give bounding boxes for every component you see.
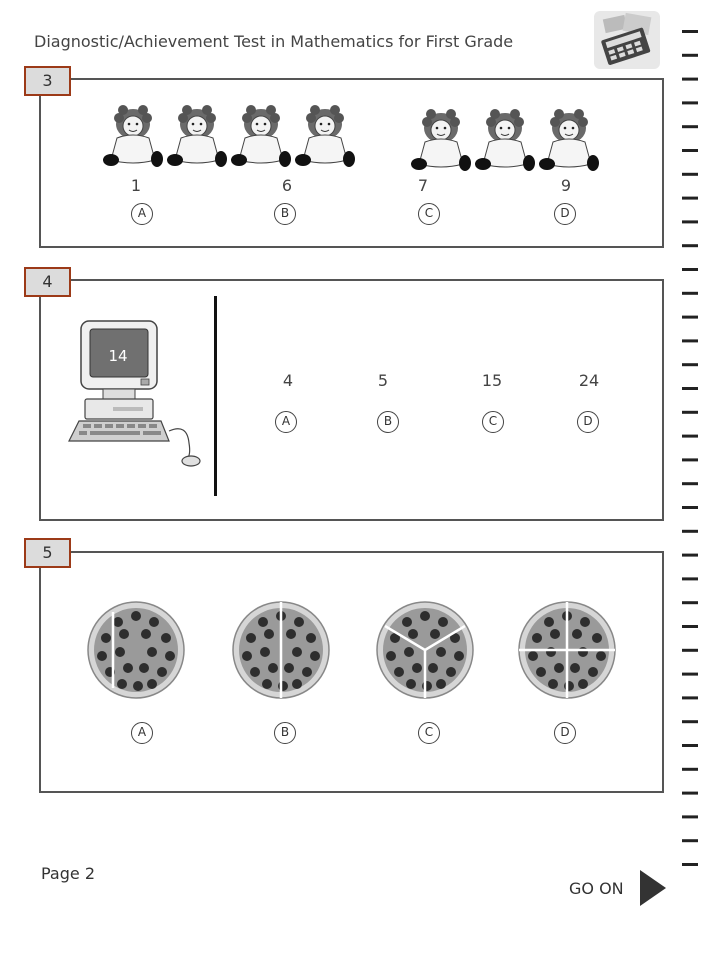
dolls-illustration	[103, 104, 600, 172]
question-5-panel: A B C D	[39, 551, 664, 793]
margin-tick	[682, 434, 698, 438]
question-5-number: 5	[24, 538, 71, 568]
margin-tick	[682, 220, 698, 224]
q3-option-b-value: 6	[281, 176, 293, 195]
q4-option-c-value: 15	[481, 371, 503, 390]
margin-tick	[682, 482, 698, 486]
margin-tick	[682, 410, 698, 414]
question-4-divider	[214, 296, 217, 496]
q4-option-b-value: 5	[377, 371, 389, 390]
q4-answer-bubble-c[interactable]: C	[482, 411, 504, 433]
margin-tick	[682, 791, 698, 795]
computer-screen-number: 14	[108, 347, 128, 365]
margin-tick	[682, 839, 698, 843]
q3-answer-bubble-b[interactable]: B	[274, 203, 296, 225]
q3-answer-bubble-d[interactable]: D	[554, 203, 576, 225]
q4-answer-bubble-a[interactable]: A	[275, 411, 297, 433]
q3-answer-bubble-a[interactable]: A	[131, 203, 153, 225]
margin-tick	[682, 363, 698, 367]
margin-tick-strip	[682, 30, 698, 890]
q4-answer-bubble-b[interactable]: B	[377, 411, 399, 433]
computer-illustration	[68, 320, 201, 467]
margin-tick	[682, 458, 698, 462]
q4-option-d-value: 24	[578, 371, 600, 390]
margin-tick	[682, 125, 698, 129]
question-4-number: 4	[24, 267, 71, 297]
go-on-label: GO ON	[569, 879, 624, 898]
margin-tick	[682, 744, 698, 747]
q3-option-d-value: 9	[560, 176, 572, 195]
margin-tick	[682, 387, 698, 390]
calculator-icon	[590, 9, 664, 71]
margin-tick	[682, 244, 698, 248]
margin-tick	[682, 648, 698, 652]
margin-tick	[682, 529, 698, 533]
q5-answer-bubble-a[interactable]: A	[131, 722, 153, 744]
pizzas-illustration	[87, 601, 616, 699]
margin-tick	[682, 863, 698, 866]
q4-option-a-value: 4	[282, 371, 294, 390]
margin-tick	[682, 77, 698, 81]
margin-tick	[682, 101, 698, 105]
q5-answer-bubble-d[interactable]: D	[554, 722, 576, 744]
margin-tick	[682, 601, 698, 605]
margin-tick	[682, 172, 698, 176]
margin-tick	[682, 720, 698, 724]
margin-tick	[682, 196, 698, 200]
margin-tick	[682, 815, 698, 819]
margin-tick	[682, 767, 698, 771]
q3-answer-bubble-c[interactable]: C	[418, 203, 440, 225]
margin-tick	[682, 149, 698, 152]
question-3-number: 3	[24, 66, 71, 96]
margin-tick	[682, 506, 698, 509]
question-4-panel: 14 4 5 15 24 A B C D	[39, 279, 664, 521]
margin-tick	[682, 577, 698, 581]
margin-tick	[682, 339, 698, 343]
margin-tick	[682, 268, 698, 271]
margin-tick	[682, 315, 698, 319]
margin-tick	[682, 553, 698, 557]
question-3-panel: 1 6 7 9 A B C D	[39, 78, 664, 248]
margin-tick	[682, 672, 698, 676]
margin-tick	[682, 625, 698, 628]
go-on-arrow-icon	[640, 870, 666, 906]
margin-tick	[682, 30, 698, 33]
q3-option-c-value: 7	[417, 176, 429, 195]
margin-tick	[682, 291, 698, 295]
margin-tick	[682, 53, 698, 57]
q5-answer-bubble-c[interactable]: C	[418, 722, 440, 744]
page-number: Page 2	[41, 864, 95, 883]
margin-tick	[682, 696, 698, 700]
test-title: Diagnostic/Achievement Test in Mathemati…	[34, 32, 514, 51]
q4-answer-bubble-d[interactable]: D	[577, 411, 599, 433]
q5-answer-bubble-b[interactable]: B	[274, 722, 296, 744]
q3-option-a-value: 1	[130, 176, 142, 195]
